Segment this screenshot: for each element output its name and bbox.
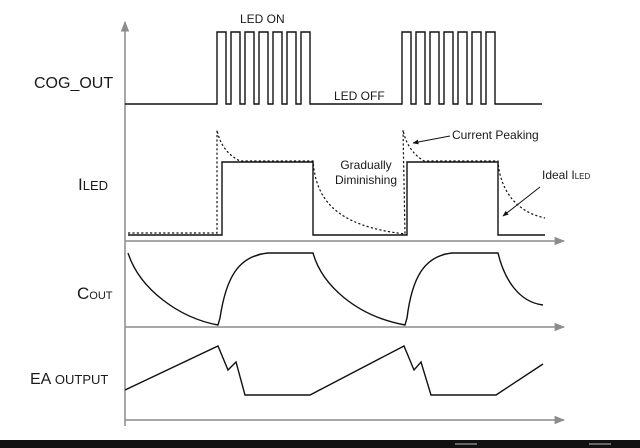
cout-waveform: [127, 252, 544, 326]
led-off-label: LED OFF: [334, 89, 385, 103]
iled-label-main: I: [78, 175, 83, 194]
iled-actual-waveform: [128, 129, 546, 235]
current-peaking-arrow: [412, 135, 451, 145]
cout-label-sub: OUT: [89, 290, 113, 302]
cog-out-waveform: [125, 31, 542, 105]
iled-ideal-waveform: [128, 161, 545, 236]
cog-out-label: COG_OUT: [34, 75, 114, 92]
current-peaking-label: Current Peaking: [452, 128, 539, 142]
bottom-mark: [589, 443, 611, 445]
ea-output-label-sub: OUTPUT: [54, 372, 109, 387]
ea-output-label: EA OUTPUT: [30, 371, 108, 389]
diminishing-text: Diminishing: [334, 173, 398, 187]
ideal-iled-main: Ideal I: [542, 168, 575, 182]
iled-label-sub: LED: [82, 178, 109, 193]
ideal-iled-label: Ideal ILED: [542, 168, 590, 184]
iled-label: ILED: [78, 175, 108, 195]
ideal-iled-arrow: [502, 186, 541, 217]
bottom-mark: [455, 443, 477, 445]
gradually-diminishing-label: Gradually Diminishing: [325, 158, 407, 188]
cout-label: COUT: [77, 284, 113, 304]
bottom-border: [0, 440, 640, 448]
gradually-text: Gradually: [340, 158, 392, 172]
ea-output-label-main: EA: [30, 371, 51, 388]
led-on-label: LED ON: [240, 12, 285, 26]
ideal-iled-sub: LED: [574, 172, 591, 181]
cout-label-main: C: [77, 284, 90, 303]
ea-output-waveform: [124, 345, 544, 396]
